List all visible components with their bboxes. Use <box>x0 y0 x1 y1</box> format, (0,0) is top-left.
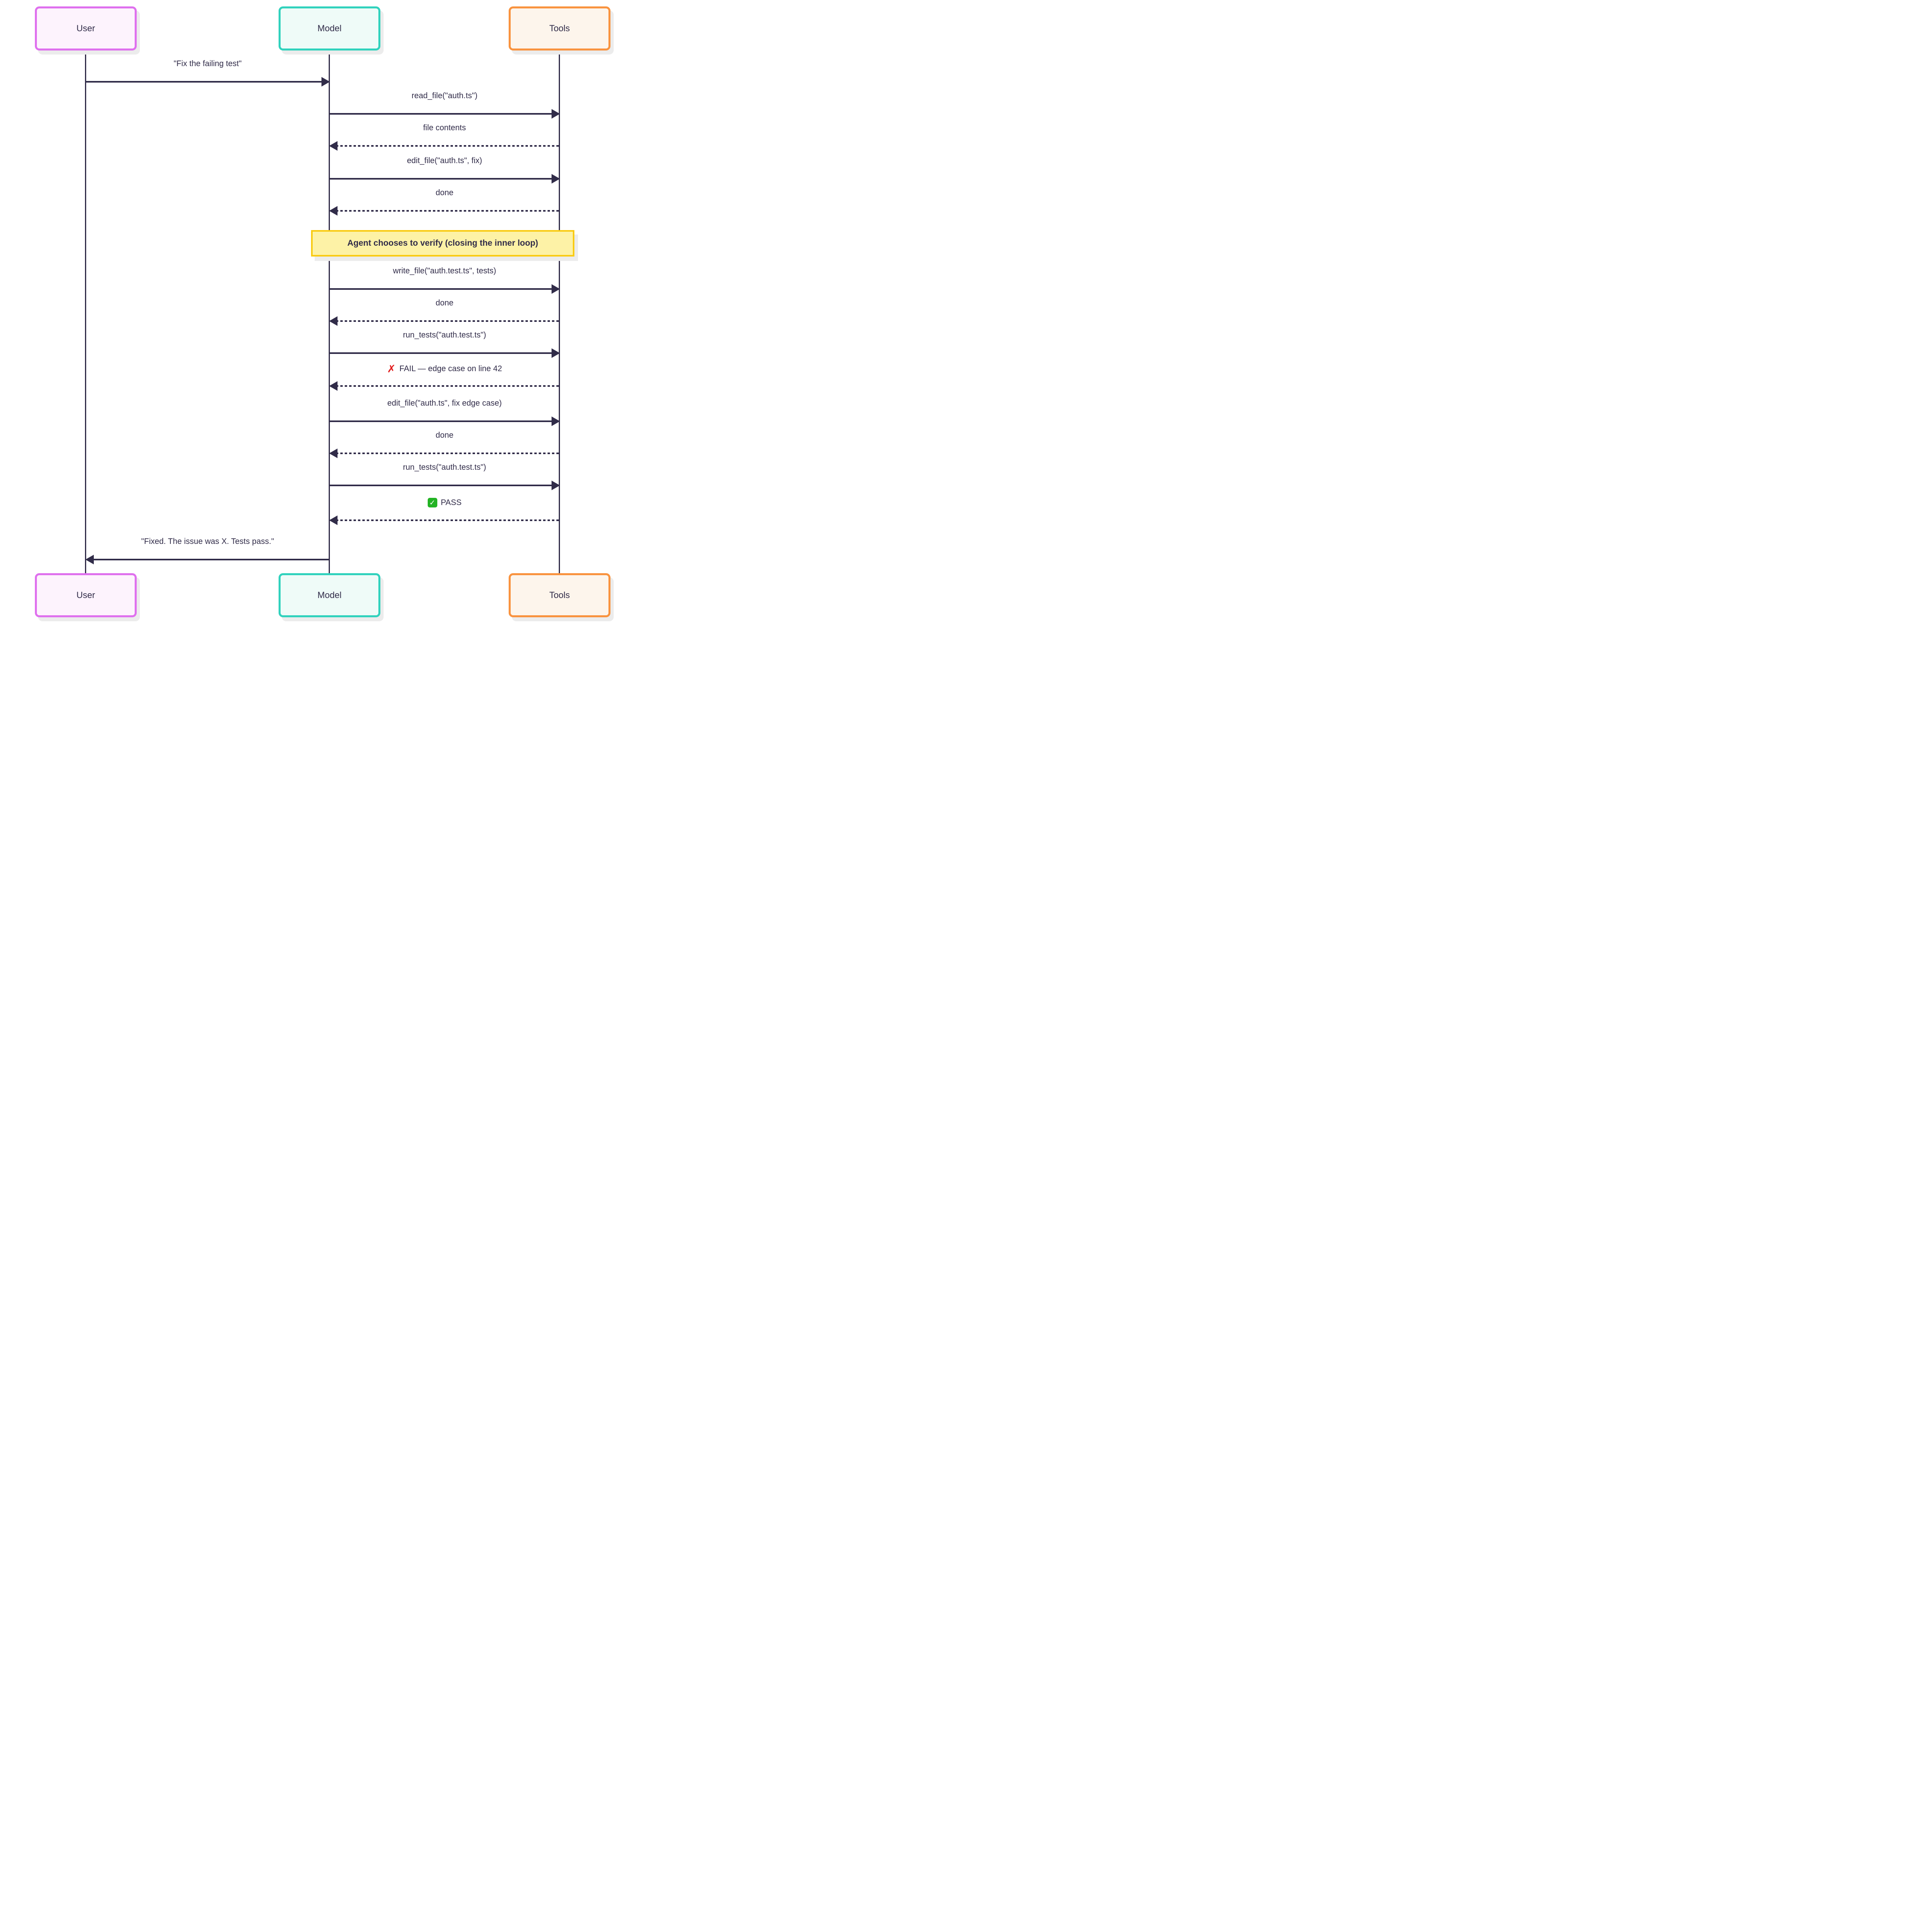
message-label: done <box>435 188 454 197</box>
message-file-contents: file contents <box>329 123 560 151</box>
arrow-solid-left <box>85 555 329 564</box>
message-run-tests-2: run_tests("auth.test.ts") <box>329 463 560 490</box>
message-label: done <box>435 431 454 440</box>
message-fix-failing-test: "Fix the failing test" <box>86 59 330 87</box>
actor-label: Tools <box>549 590 570 600</box>
arrow-dotted-left <box>329 141 560 151</box>
actor-label: User <box>76 23 95 33</box>
actor-label: Tools <box>549 23 570 33</box>
message-read-file: read_file("auth.ts") <box>329 91 560 119</box>
arrow-dotted-left <box>329 515 560 525</box>
actor-label: User <box>76 590 95 600</box>
message-label: "Fixed. The issue was X. Tests pass." <box>141 537 274 546</box>
message-label: "Fix the failing test" <box>174 59 242 68</box>
message-edit-file-fix: edit_file("auth.ts", fix) <box>329 156 560 184</box>
message-label: edit_file("auth.ts", fix) <box>407 156 482 165</box>
arrow-dotted-left <box>329 206 560 216</box>
arrow-dotted-left <box>329 381 560 391</box>
actor-tools-bottom: Tools <box>509 573 610 617</box>
arrow-dotted-left <box>329 316 560 326</box>
message-label: read_file("auth.ts") <box>411 91 478 100</box>
arrow-solid-right <box>329 174 560 184</box>
arrow-solid-right <box>329 416 560 426</box>
actor-user-bottom: User <box>35 573 137 617</box>
pass-text: PASS <box>441 498 462 507</box>
message-pass: ✓ PASS <box>329 498 560 525</box>
message-fixed-summary: "Fixed. The issue was X. Tests pass." <box>85 537 329 564</box>
sequence-diagram: User Model Tools "Fix the failing test" … <box>0 0 637 644</box>
arrow-solid-right <box>329 348 560 358</box>
message-label: ✓ PASS <box>329 498 560 507</box>
lifeline-tools <box>559 51 560 573</box>
message-label: run_tests("auth.test.ts") <box>403 331 486 340</box>
message-label: write_file("auth.test.ts", tests) <box>393 267 496 275</box>
actor-tools-top: Tools <box>509 6 610 51</box>
note-agent-verify: Agent chooses to verify (closing the inn… <box>311 230 574 257</box>
actor-model-top: Model <box>279 6 380 51</box>
lifeline-model <box>329 51 330 573</box>
actor-user-top: User <box>35 6 137 51</box>
actor-label: Model <box>317 23 342 33</box>
actor-label: Model <box>317 590 342 600</box>
message-done-2: done <box>329 299 560 326</box>
message-label: done <box>435 299 454 307</box>
actor-model-bottom: Model <box>279 573 380 617</box>
arrow-dotted-left <box>329 449 560 458</box>
message-label: edit_file("auth.ts", fix edge case) <box>387 399 502 408</box>
message-edit-file-edge-case: edit_file("auth.ts", fix edge case) <box>329 399 560 426</box>
lifeline-user <box>85 51 86 573</box>
message-label: file contents <box>423 123 466 132</box>
message-run-tests-1: run_tests("auth.test.ts") <box>329 331 560 358</box>
message-done-3: done <box>329 431 560 458</box>
fail-text: FAIL — edge case on line 42 <box>399 364 502 373</box>
message-done-1: done <box>329 188 560 216</box>
arrow-solid-right <box>86 77 330 87</box>
message-write-file-tests: write_file("auth.test.ts", tests) <box>329 267 560 294</box>
arrow-solid-right <box>329 284 560 294</box>
message-label: run_tests("auth.test.ts") <box>403 463 486 472</box>
message-label: ✗ FAIL — edge case on line 42 <box>329 364 560 374</box>
note-text: Agent chooses to verify (closing the inn… <box>347 238 538 248</box>
arrow-solid-right <box>329 481 560 490</box>
message-fail: ✗ FAIL — edge case on line 42 <box>329 364 560 391</box>
check-mark-icon: ✓ <box>427 498 437 507</box>
cross-mark-icon: ✗ <box>387 363 396 375</box>
arrow-solid-right <box>329 109 560 119</box>
